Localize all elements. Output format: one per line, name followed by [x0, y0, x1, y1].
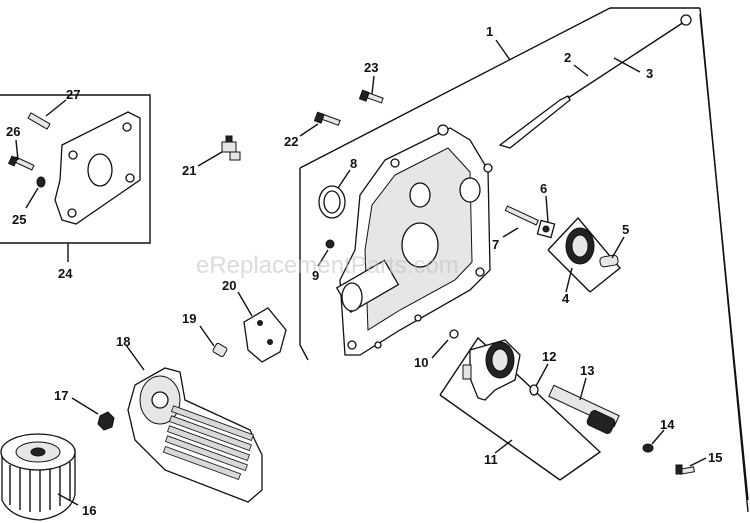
callout-20: 20 — [222, 278, 236, 293]
sensor-21 — [221, 135, 241, 161]
oil-pump-box — [439, 336, 602, 481]
cooler-fins — [162, 405, 254, 481]
washer-25 — [36, 176, 46, 188]
gear-4 — [565, 227, 595, 265]
callout-14: 14 — [660, 417, 675, 432]
shaft-7 — [504, 205, 539, 226]
washer-6 — [536, 219, 556, 239]
callout-1: 1 — [486, 24, 493, 39]
fitting-17 — [97, 411, 115, 431]
filter-ribs — [9, 462, 71, 512]
callout-3: 3 — [646, 66, 653, 81]
washer-14 — [642, 443, 654, 453]
callout-9: 9 — [312, 268, 319, 283]
callout-7: 7 — [492, 237, 499, 252]
nut-9 — [325, 239, 335, 249]
callout-17: 17 — [54, 388, 68, 403]
callout-5: 5 — [622, 222, 629, 237]
callout-13: 13 — [580, 363, 594, 378]
oring-10 — [449, 329, 459, 339]
callout-2: 2 — [564, 50, 571, 65]
callout-15: 15 — [708, 450, 722, 465]
callout-27: 27 — [66, 87, 80, 102]
callout-labels: 1 2 3 4 5 6 7 8 9 10 11 12 13 14 15 16 1… — [6, 24, 722, 518]
callout-25: 25 — [12, 212, 26, 227]
oring-12 — [529, 384, 539, 396]
pin-5 — [599, 254, 619, 268]
callout-10: 10 — [414, 355, 428, 370]
gear-box — [547, 216, 621, 293]
oil-pump-11 — [462, 339, 521, 401]
cover-plate — [54, 111, 141, 225]
callout-11: 11 — [484, 452, 498, 467]
crankcase-cover-1 — [335, 124, 493, 356]
watermark: eReplacementParts.com — [196, 252, 459, 279]
callout-4: 4 — [562, 291, 570, 306]
screw-23 — [358, 89, 384, 104]
dowel-pin-27 — [27, 112, 51, 130]
screw-15 — [675, 464, 695, 475]
plug-19 — [212, 342, 228, 358]
oil-filter-16 — [0, 433, 76, 521]
gasket-20 — [243, 307, 287, 363]
callout-16: 16 — [82, 503, 96, 518]
callout-19: 19 — [182, 311, 196, 326]
cover-plate-box — [0, 94, 151, 244]
callout-12: 12 — [542, 349, 556, 364]
leader-lines — [15, 39, 707, 506]
screw-26 — [7, 155, 35, 171]
screw-22 — [313, 111, 341, 126]
callout-18: 18 — [116, 334, 130, 349]
callout-6: 6 — [540, 181, 547, 196]
dipstick-2-3 — [498, 14, 692, 149]
oil-seal-8 — [318, 185, 346, 219]
callout-23: 23 — [364, 60, 378, 75]
callout-26: 26 — [6, 124, 20, 139]
callout-22: 22 — [284, 134, 298, 149]
callout-24: 24 — [58, 266, 73, 281]
callout-21: 21 — [182, 163, 196, 178]
main-assembly-boundary — [299, 7, 749, 513]
oil-cooler-18 — [127, 367, 263, 503]
callout-8: 8 — [350, 156, 357, 171]
shaft-13 — [548, 384, 620, 434]
